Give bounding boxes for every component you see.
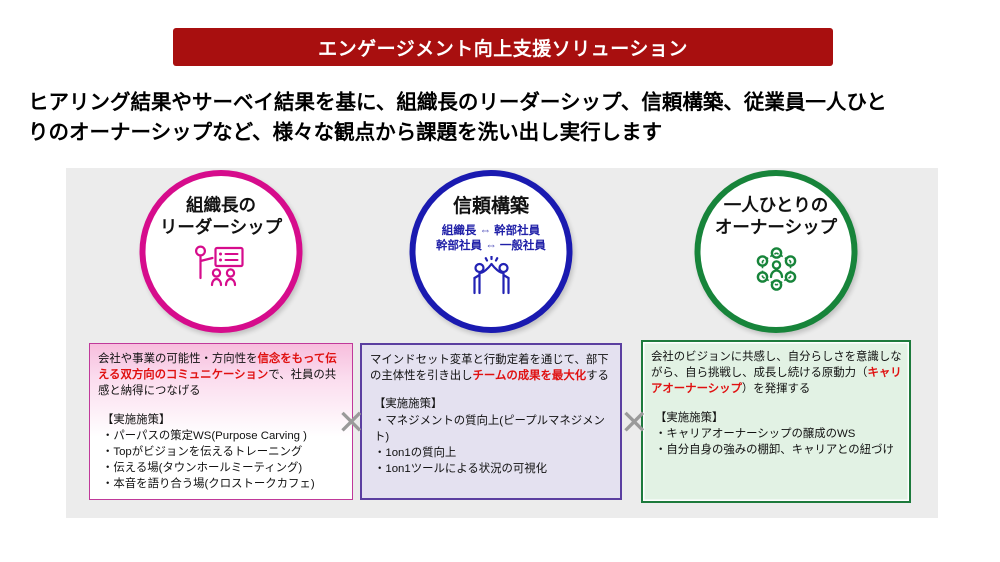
- circle-ownership: 一人ひとりの オーナーシップ: [694, 170, 858, 333]
- list-item: ・本音を語り合う場(クロストークカフェ): [102, 478, 315, 491]
- circle-leadership-title: 組織長の リーダーシップ: [160, 194, 282, 238]
- circle-ownership-title: 一人ひとりの オーナーシップ: [715, 194, 837, 238]
- list-item: ・1on1ツールによる状況の可視化: [374, 463, 548, 476]
- measures-list: ・パーパスの策定WS(Purpose Carving ) ・Topがビジョンを伝…: [98, 428, 346, 493]
- summary-pre: 会社や事業の可能性・方向性を: [98, 353, 258, 365]
- measures-list: ・キャリアオーナーシップの醸成のWS ・自分自身の強みの棚卸、キャリアとの紐づけ: [651, 426, 903, 458]
- column-trust: 信頼構築 組織長 ⇔ 幹部社員 幹部社員 ⇔ 一般社員: [355, 168, 627, 518]
- circle-trust-title: 信頼構築: [452, 196, 529, 217]
- circle-trust-sub-line1: 組織長 ⇔ 幹部社員: [441, 225, 541, 237]
- network-people-icon: [749, 246, 803, 297]
- subtitle-line-1: ヒアリング結果やサーベイ結果を基に、組織長のリーダーシップ、信頼構築、従業員一人…: [28, 91, 887, 114]
- circle-leadership: 組織長の リーダーシップ: [139, 170, 303, 333]
- textbox-leadership-summary: 会社や事業の可能性・方向性を信念をもって伝える双方向のコミュニケーションで、社員…: [98, 351, 346, 400]
- diagram-panel: 組織長の リーダーシップ: [66, 168, 938, 518]
- subtitle-line-2: りのオーナーシップなど、様々な観点から課題を洗い出し実行します: [28, 121, 663, 144]
- measures-list: ・マネジメントの質向上(ピープルマネジメント) ・1on1の質向上 ・1on1ツ…: [370, 413, 614, 478]
- textbox-ownership-summary: 会社のビジョンに共感し、自分らしさを意識しながら、自ら挑戦し、成長し続ける原動力…: [651, 349, 903, 398]
- textbox-leadership: 会社や事業の可能性・方向性を信念をもって伝える双方向のコミュニケーションで、社員…: [89, 343, 353, 500]
- spacer: [98, 400, 346, 412]
- summary-highlight: チームの成果を最大化: [472, 370, 587, 383]
- circle-ownership-title-line1: 一人ひとりの: [723, 195, 829, 215]
- list-item: ・伝える場(タウンホールミーティング): [102, 462, 303, 475]
- circle-leadership-title-line2: リーダーシップ: [159, 217, 283, 237]
- separator-multiply-2: ✕: [620, 404, 649, 442]
- circle-trust: 信頼構築 組織長 ⇔ 幹部社員 幹部社員 ⇔ 一般社員: [409, 170, 573, 333]
- list-item: ・1on1の質向上: [374, 447, 457, 460]
- spacer: [370, 384, 614, 396]
- measures-heading: 【実施施策】: [374, 398, 443, 411]
- separator-multiply-1: ✕: [337, 404, 366, 442]
- subtitle: ヒアリング結果やサーベイ結果を基に、組織長のリーダーシップ、信頼構築、従業員一人…: [28, 88, 978, 148]
- circle-ownership-title-line2: オーナーシップ: [714, 217, 838, 237]
- circle-leadership-title-line1: 組織長の: [186, 195, 256, 215]
- textbox-ownership: 会社のビジョンに共感し、自分らしさを意識しながら、自ら挑戦し、成長し続ける原動力…: [641, 340, 911, 503]
- title-banner: エンゲージメント向上支援ソリューション: [173, 28, 833, 66]
- summary-post: する: [586, 370, 609, 383]
- list-item: ・マネジメントの質向上(ピープルマネジメント): [374, 414, 605, 443]
- summary-highlight: キャリアオーナーシップ: [651, 367, 902, 396]
- summary-post: で、社員の共感と納得につなげる: [98, 369, 337, 398]
- title-banner-text: エンゲージメント向上支援ソリューション: [318, 38, 688, 60]
- list-item: ・自分自身の強みの棚卸、キャリアとの紐づけ: [655, 444, 894, 457]
- column-leadership: 組織長の リーダーシップ: [85, 168, 357, 518]
- circle-trust-sub-line2: 幹部社員 ⇔ 一般社員: [436, 240, 546, 252]
- presenter-whiteboard-icon: [190, 244, 252, 293]
- summary-pre: 会社のビジョンに共感し、自分らしさを意識しながら、自ら挑戦し、成長し続ける原動力…: [651, 351, 902, 380]
- measures-heading: 【実施施策】: [102, 413, 171, 426]
- column-ownership: 一人ひとりの オーナーシップ: [640, 168, 912, 518]
- textbox-trust: マインドセット変革と行動定着を通じて、部下の主体性を引き出しチームの成果を最大化…: [360, 343, 622, 500]
- list-item: ・Topがビジョンを伝えるトレーニング: [102, 446, 303, 459]
- summary-highlight: 信念をもって伝える双方向のコミュニケーション: [98, 353, 337, 382]
- circle-trust-subtitle: 組織長 ⇔ 幹部社員 幹部社員 ⇔ 一般社員: [436, 224, 546, 254]
- measures-heading: 【実施施策】: [655, 411, 724, 424]
- list-item: ・パーパスの策定WS(Purpose Carving ): [102, 429, 307, 442]
- summary-post: ）を発揮する: [741, 383, 811, 396]
- list-item: ・キャリアオーナーシップの醸成のWS: [655, 427, 856, 440]
- high-five-icon: [467, 255, 515, 301]
- textbox-trust-summary: マインドセット変革と行動定着を通じて、部下の主体性を引き出しチームの成果を最大化…: [370, 352, 614, 384]
- summary-pre: マインドセット変革と行動定着を通じて、部下の主体性を引き出し: [370, 354, 609, 383]
- spacer: [651, 398, 903, 410]
